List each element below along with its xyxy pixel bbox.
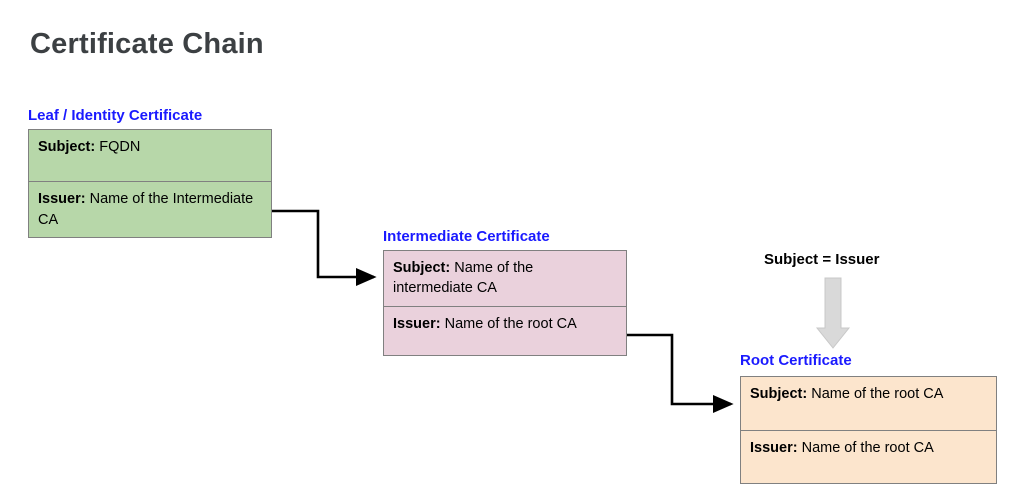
issuer-key: Issuer: — [750, 440, 798, 456]
subject-value: Name of the intermediate CA — [393, 260, 534, 297]
leaf-issuer-section: Issuer: Name of the Intermediate CA — [29, 182, 271, 237]
subject-key: Subject: — [393, 260, 451, 276]
issuer-value: Name of the root CA — [801, 440, 934, 456]
root-subject-section: Subject: Name of the root CA — [741, 377, 996, 431]
subject-value: FQDN — [99, 139, 141, 155]
leaf-to-intermediate-arrow — [272, 209, 377, 287]
leaf-subject-section: Subject: FQDN — [29, 130, 271, 183]
page-title: Certificate Chain — [30, 28, 264, 60]
root-certificate-label: Root Certificate — [740, 352, 852, 369]
root-certificate-box: Subject: Name of the root CA Issuer: Nam… — [740, 376, 997, 484]
subject-key: Subject: — [38, 139, 96, 155]
intermediate-subject-section: Subject: Name of the intermediate CA — [384, 251, 626, 307]
subject-value: Name of the root CA — [811, 386, 944, 402]
subject-equals-issuer-note: Subject = Issuer — [764, 251, 880, 268]
intermediate-issuer-section: Issuer: Name of the root CA — [384, 307, 626, 355]
intermediate-certificate-box: Subject: Name of the intermediate CA Iss… — [383, 250, 627, 356]
subject-key: Subject: — [750, 386, 808, 402]
issuer-key: Issuer: — [38, 191, 86, 208]
issuer-value: Name of the root CA — [444, 316, 577, 332]
down-block-arrow — [815, 277, 851, 349]
intermediate-to-root-arrow — [627, 333, 734, 414]
issuer-key: Issuer: — [393, 316, 441, 332]
leaf-certificate-box: Subject: FQDN Issuer: Name of the Interm… — [28, 129, 272, 238]
leaf-certificate-label: Leaf / Identity Certificate — [28, 107, 203, 124]
issuer-value: Name of the Intermediate CA — [38, 191, 254, 228]
intermediate-certificate-label: Intermediate Certificate — [383, 228, 550, 245]
root-issuer-section: Issuer: Name of the root CA — [741, 431, 996, 483]
